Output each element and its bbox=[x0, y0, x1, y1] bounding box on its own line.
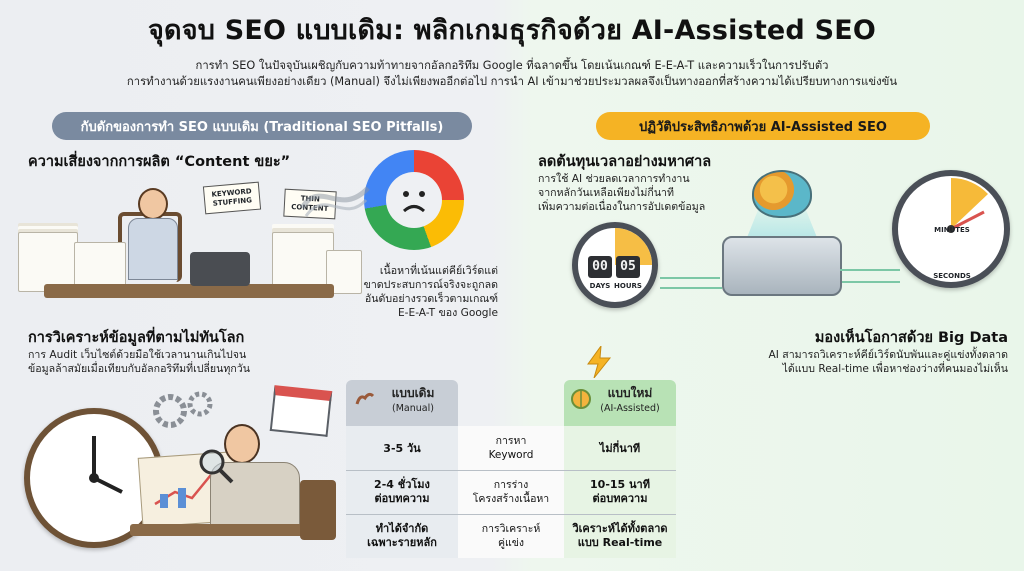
task-line-1: การวิเคราะห์ bbox=[481, 523, 541, 535]
ai-line-2: ต่อบทความ bbox=[592, 492, 648, 505]
lightning-icon bbox=[587, 346, 612, 378]
ai-line-1: 10-15 นาที bbox=[590, 478, 650, 491]
gears-icon bbox=[153, 391, 213, 428]
manual-line-2: เฉพาะรายหลัก bbox=[367, 536, 437, 549]
task-line-2: โครงสร้างเนื้อหา bbox=[472, 493, 550, 505]
time-line-2: จากหลักวันเหลือเพียงไม่กี่นาที bbox=[538, 187, 674, 199]
days-label: DAYS bbox=[589, 282, 611, 290]
table-row-3-ai: วิเคราะห์ได้ทั้งตลาด แบบ Real-time bbox=[564, 522, 676, 550]
outdated-analysis-text: การ Audit เว็บไซต์ด้วยมือใช้เวลานานเกินไ… bbox=[28, 348, 328, 376]
manual-audit-illustration bbox=[10, 384, 346, 564]
table-row-2-task: การร่าง โครงสร้างเนื้อหา bbox=[458, 478, 564, 506]
big-data-text: AI สามารถวิเคราะห์คีย์เวิร์ดนับพันและคู่… bbox=[700, 348, 1008, 376]
comparison-table: แบบเดิม (Manual) แบบใหม่ (AI-Assisted) 3… bbox=[346, 346, 676, 558]
hand-writing-icon bbox=[355, 392, 375, 405]
paper-swirl-icon bbox=[300, 186, 370, 217]
manual-column-header: แบบเดิม (Manual) bbox=[346, 380, 458, 426]
intro-line-2: การทำงานด้วยแรงงานคนเพียงอย่างเดียว (Man… bbox=[126, 75, 898, 88]
manual-line-1: 2-4 ชั่วโมง bbox=[374, 478, 430, 491]
brain-icon bbox=[571, 389, 591, 409]
outdated-analysis-heading: การวิเคราะห์ข้อมูลที่ตามไม่ทันโลก bbox=[28, 330, 245, 346]
manual-line-2: ต่อบทความ bbox=[374, 492, 430, 505]
time-cost-heading: ลดต้นทุนเวลาอย่างมหาศาล bbox=[538, 154, 712, 170]
task-line-2: Keyword bbox=[488, 449, 534, 461]
timer-hours-value: 05 bbox=[616, 256, 640, 278]
ai-head-label: แบบใหม่ bbox=[607, 386, 653, 400]
caption-line-1: เนื้อหาที่เน้นแต่คีย์เวิร์ดแต่ bbox=[379, 265, 498, 277]
analysis-line-2: ข้อมูลล้าสมัยเมื่อเทียบกับอัลกอริทึมที่เ… bbox=[28, 363, 250, 375]
table-row-2-ai: 10-15 นาที ต่อบทความ bbox=[564, 478, 676, 506]
task-line-1: การร่าง bbox=[493, 479, 529, 491]
time-cost-text: การใช้ AI ช่วยลดเวลาการทำงาน จากหลักวันเ… bbox=[538, 172, 738, 214]
bigdata-line-2: ได้แบบ Real-time เพื่อหาช่องว่างที่คนมอง… bbox=[782, 363, 1009, 375]
time-line-1: การใช้ AI ช่วยลดเวลาการทำงาน bbox=[538, 173, 690, 185]
table-row-1-ai: ไม่กี่นาที bbox=[599, 442, 641, 455]
table-row-3-manual: ทำได้จำกัด เฉพาะรายหลัก bbox=[346, 522, 458, 550]
frustrated-writer-illustration: KEYWORD STUFFING THIN CONTENT bbox=[14, 172, 364, 310]
ai-brain-icon bbox=[752, 170, 812, 218]
minutes-label: MINUTES bbox=[934, 226, 970, 234]
table-row-3-task: การวิเคราะห์ คู่แข่ง bbox=[458, 522, 564, 550]
content-risk-heading: ความเสี่ยงจากการผลิต “Content ขยะ” bbox=[28, 154, 291, 170]
intro-line-1: การทำ SEO ในปัจจุบันเผชิญกับความท้าทายจา… bbox=[195, 59, 829, 72]
seconds-label: SECONDS bbox=[933, 272, 971, 280]
content-risk-caption: เนื้อหาที่เน้นแต่คีย์เวิร์ดแต่ ขาดประสบก… bbox=[338, 264, 498, 320]
calendar-icon bbox=[269, 385, 333, 437]
caption-line-4: E-E-A-T ของ Google bbox=[397, 307, 498, 319]
time-line-3: เพิ่มความต่อเนื่องในการอัปเดตข้อมูล bbox=[538, 201, 706, 213]
ai-chip-icon bbox=[722, 236, 842, 296]
hours-label: HOURS bbox=[614, 282, 642, 290]
right-section-pill: ปฏิวัติประสิทธิภาพด้วย AI-Assisted SEO bbox=[596, 112, 930, 140]
keyword-stuffing-tag: KEYWORD STUFFING bbox=[202, 181, 262, 215]
table-row-2-manual: 2-4 ชั่วโมง ต่อบทความ bbox=[346, 478, 458, 506]
ai-line-1: วิเคราะห์ได้ทั้งตลาด bbox=[572, 522, 668, 535]
magnifier-icon bbox=[199, 449, 234, 484]
google-logo-icon bbox=[364, 150, 464, 250]
analysis-line-1: การ Audit เว็บไซต์ด้วยมือใช้เวลานานเกินไ… bbox=[28, 349, 247, 361]
caption-line-2: ขาดประสบการณ์จริงจะถูกลด bbox=[363, 279, 498, 291]
manual-line-1: ทำได้จำกัด bbox=[375, 522, 429, 535]
manual-sub-label: (Manual) bbox=[392, 403, 434, 414]
timer-days-value: 00 bbox=[588, 256, 612, 278]
caption-line-3: อันดับอย่างรวดเร็วตามเกณฑ์ bbox=[364, 293, 498, 305]
task-line-2: คู่แข่ง bbox=[497, 537, 525, 549]
table-row-1-manual: 3-5 วัน bbox=[383, 442, 421, 455]
page-title: จุดจบ SEO แบบเดิม: พลิกเกมธุรกิจด้วย AI-… bbox=[147, 15, 877, 46]
ai-line-2: แบบ Real-time bbox=[577, 536, 663, 549]
manual-head-label: แบบเดิม bbox=[391, 386, 435, 400]
circuit-lines-icon bbox=[660, 269, 900, 289]
bigdata-line-1: AI สามารถวิเคราะห์คีย์เวิร์ดนับพันและคู่… bbox=[768, 349, 1008, 361]
big-data-heading: มองเห็นโอกาสด้วย Big Data bbox=[814, 330, 1008, 346]
ai-sub-label: (AI-Assisted) bbox=[600, 403, 660, 414]
sad-face-icon bbox=[402, 191, 426, 213]
task-line-1: การหา bbox=[495, 435, 527, 447]
table-row-1-task: การหา Keyword bbox=[458, 434, 564, 462]
ai-column-header: แบบใหม่ (AI-Assisted) bbox=[564, 380, 676, 426]
left-section-pill: กับดักของการทำ SEO แบบเดิม (Traditional … bbox=[52, 112, 472, 140]
intro-text: การทำ SEO ในปัจจุบันเผชิญกับความท้าทายจา… bbox=[40, 58, 984, 90]
